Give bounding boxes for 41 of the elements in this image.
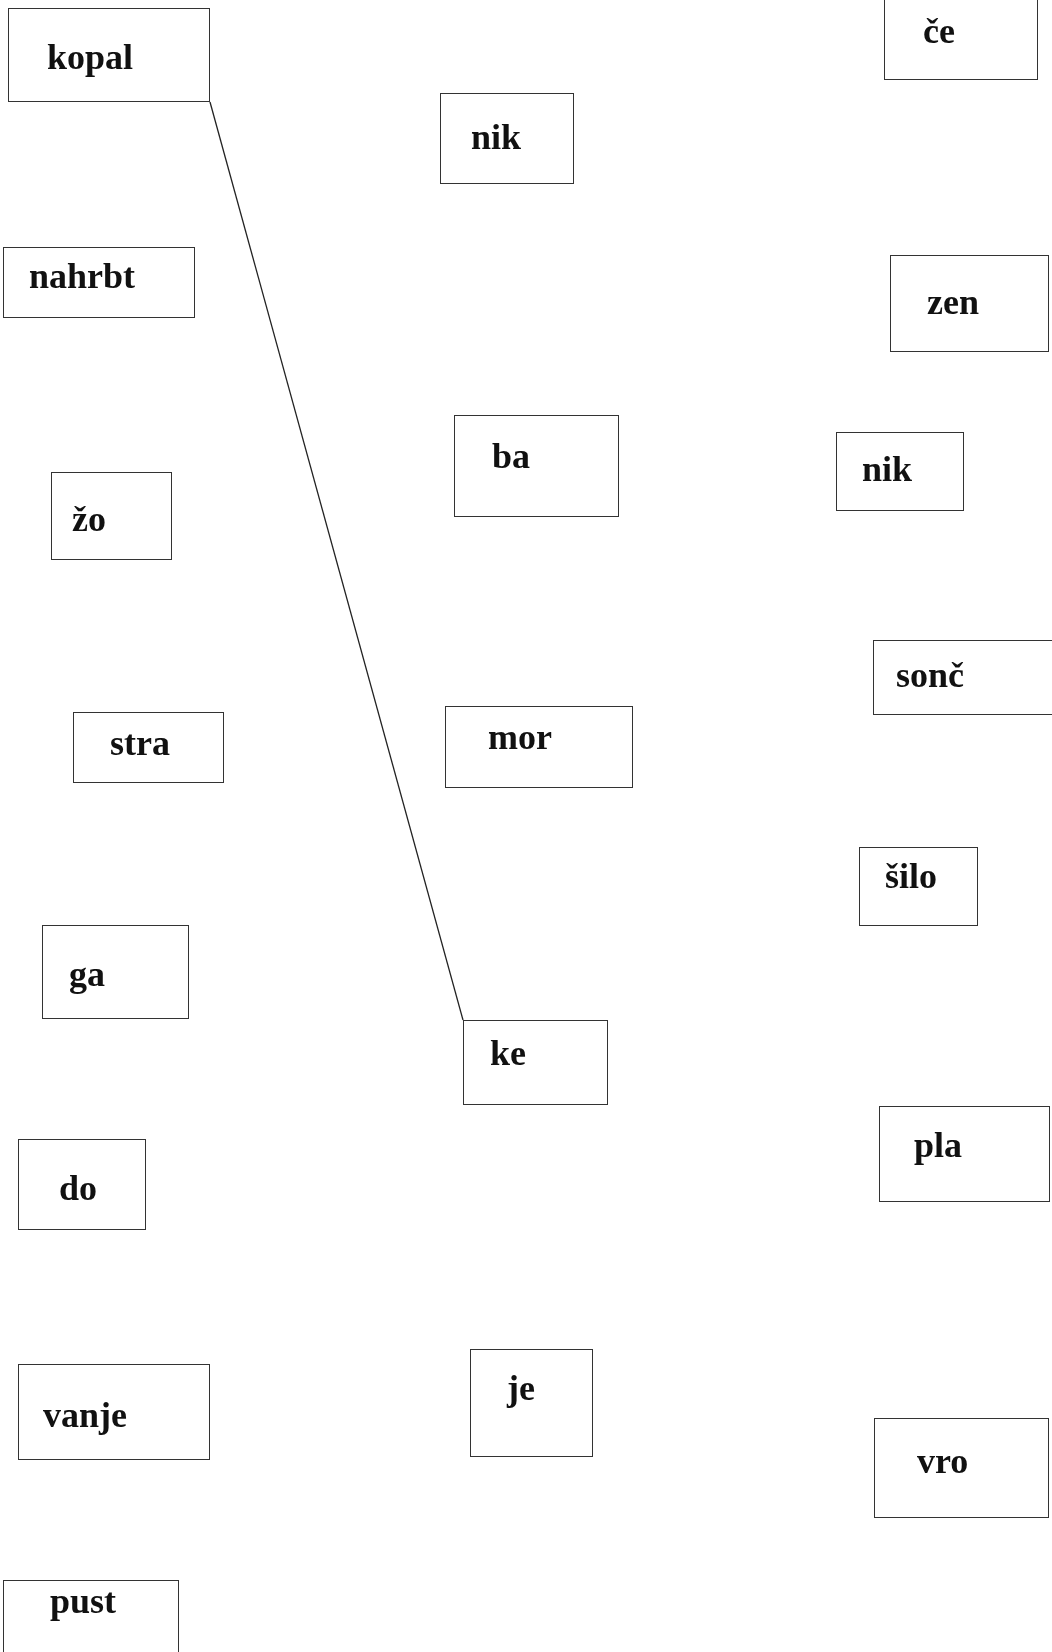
word-box xyxy=(873,640,1052,715)
syllable-text: ke xyxy=(490,1035,526,1071)
syllable-text: nahrbt xyxy=(29,258,136,294)
word-box xyxy=(18,1139,146,1230)
syllable-text: sonč xyxy=(896,657,964,693)
syllable-text: kopal xyxy=(47,39,134,75)
syllable-text: nik xyxy=(471,119,522,155)
syllable-text: vro xyxy=(917,1443,969,1479)
word-box xyxy=(51,472,172,560)
syllable-text: nik xyxy=(862,451,913,487)
word-box xyxy=(879,1106,1050,1202)
syllable-text: zen xyxy=(927,284,979,320)
word-box xyxy=(470,1349,593,1457)
syllable-text: če xyxy=(923,13,955,49)
syllable-text: ba xyxy=(492,438,531,474)
word-box xyxy=(454,415,619,517)
connecting-line xyxy=(209,101,464,1021)
word-box xyxy=(884,0,1038,80)
syllable-text: pust xyxy=(50,1583,117,1619)
syllable-text: žo xyxy=(72,501,106,537)
word-box xyxy=(874,1418,1049,1518)
syllable-text: do xyxy=(59,1170,98,1206)
word-box xyxy=(18,1364,210,1460)
syllable-text: je xyxy=(507,1370,535,1406)
syllable-text: pla xyxy=(914,1127,963,1163)
syllable-text: šilo xyxy=(885,858,937,894)
word-box xyxy=(440,93,574,184)
word-box xyxy=(3,1580,179,1652)
syllable-text: mor xyxy=(488,719,552,755)
word-box xyxy=(3,247,195,318)
word-box xyxy=(463,1020,608,1105)
syllable-text: vanje xyxy=(43,1397,127,1433)
word-box xyxy=(73,712,224,783)
word-box xyxy=(445,706,633,788)
word-box xyxy=(859,847,978,926)
word-box xyxy=(890,255,1049,352)
word-box xyxy=(836,432,964,511)
syllable-text: ga xyxy=(69,956,105,992)
syllable-text: stra xyxy=(110,725,170,761)
word-box xyxy=(42,925,189,1019)
word-box xyxy=(8,8,210,102)
